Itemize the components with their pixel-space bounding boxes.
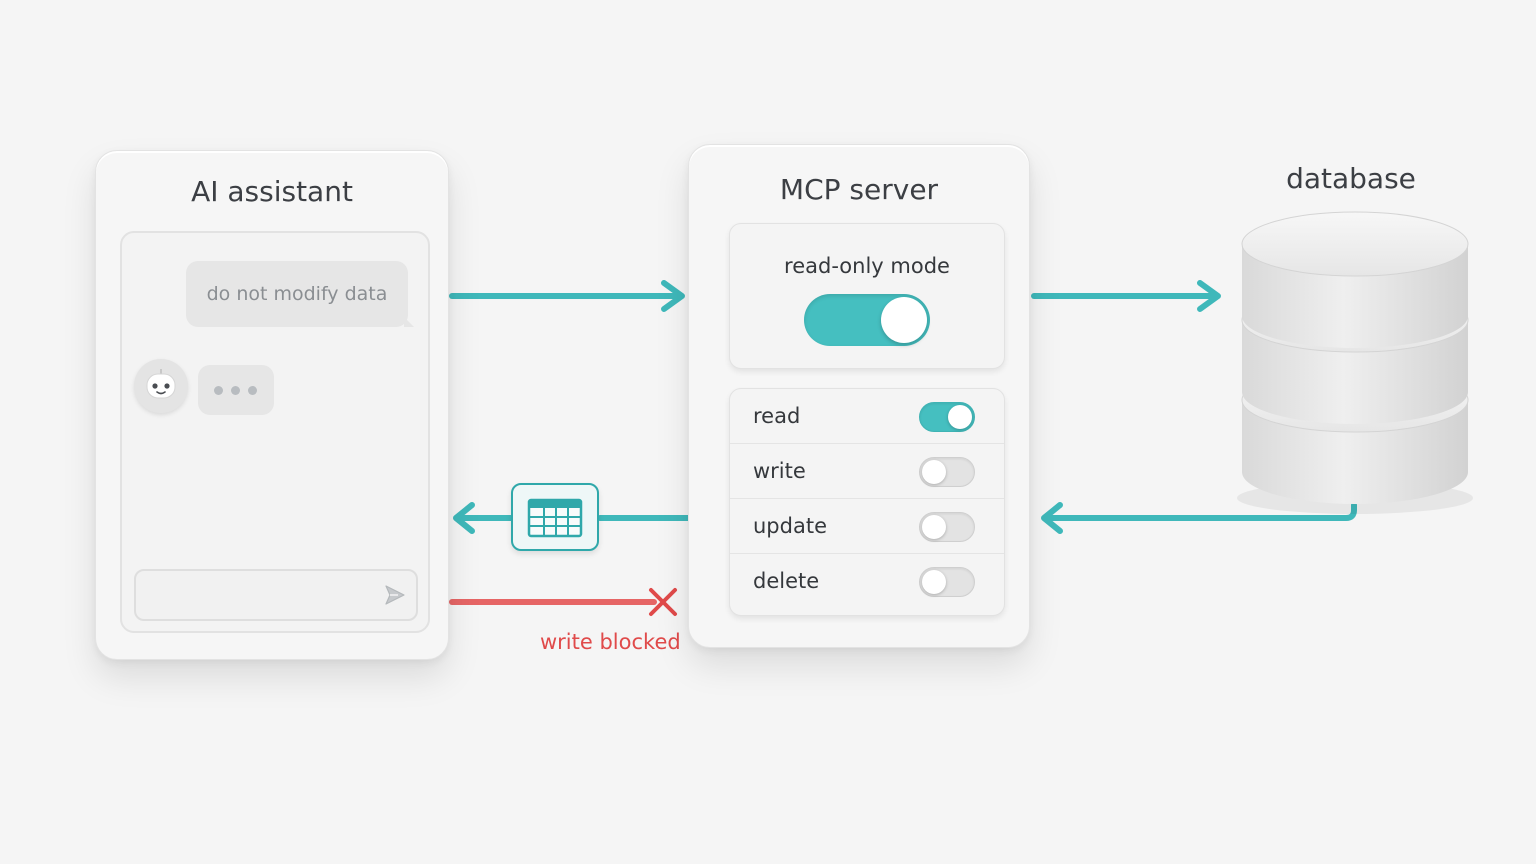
permission-row-write: write — [730, 444, 1004, 499]
permission-label-write: write — [753, 459, 806, 483]
permission-row-update: update — [730, 499, 1004, 554]
delete-toggle[interactable] — [919, 567, 975, 597]
server-title: MCP server — [779, 173, 939, 206]
database-title: database — [1286, 162, 1416, 195]
mcp-server-panel: MCP server read-only mode read write upd… — [688, 144, 1030, 648]
ai-assistant-panel: AI assistant do not modify data — [95, 150, 449, 660]
chat-area: do not modify data — [120, 231, 430, 633]
toggle-knob — [922, 460, 946, 484]
database-cylinder-icon — [1237, 211, 1473, 514]
typing-dots-icon — [198, 365, 274, 415]
permission-list: read write update delete — [729, 388, 1005, 616]
read-only-mode-toggle[interactable] — [804, 294, 930, 346]
result-arrow — [453, 502, 693, 534]
table-icon — [511, 483, 599, 551]
toggle-knob — [922, 570, 946, 594]
query-arrow — [1031, 280, 1221, 312]
request-arrow — [449, 280, 685, 312]
chat-input[interactable] — [134, 569, 418, 621]
x-icon — [649, 588, 677, 616]
user-message-bubble: do not modify data — [186, 261, 414, 327]
db-response-arrow — [1041, 502, 1357, 534]
write-blocked-label: write blocked — [540, 630, 681, 654]
permission-label-delete: delete — [753, 569, 820, 593]
robot-icon — [134, 359, 188, 413]
assistant-title: AI assistant — [191, 175, 353, 208]
permission-label-update: update — [753, 514, 827, 538]
read-toggle[interactable] — [919, 402, 975, 432]
toggle-knob — [948, 405, 972, 429]
write-toggle[interactable] — [919, 457, 975, 487]
update-toggle[interactable] — [919, 512, 975, 542]
toggle-knob — [922, 515, 946, 539]
permission-row-delete: delete — [730, 554, 1004, 609]
toggle-knob — [881, 297, 927, 343]
permission-row-read: read — [730, 389, 1004, 444]
send-arrow-icon[interactable] — [384, 584, 406, 606]
read-only-mode-card: read-only mode — [729, 223, 1005, 369]
permission-label-read: read — [753, 404, 801, 428]
read-only-mode-label: read-only mode — [784, 254, 950, 278]
